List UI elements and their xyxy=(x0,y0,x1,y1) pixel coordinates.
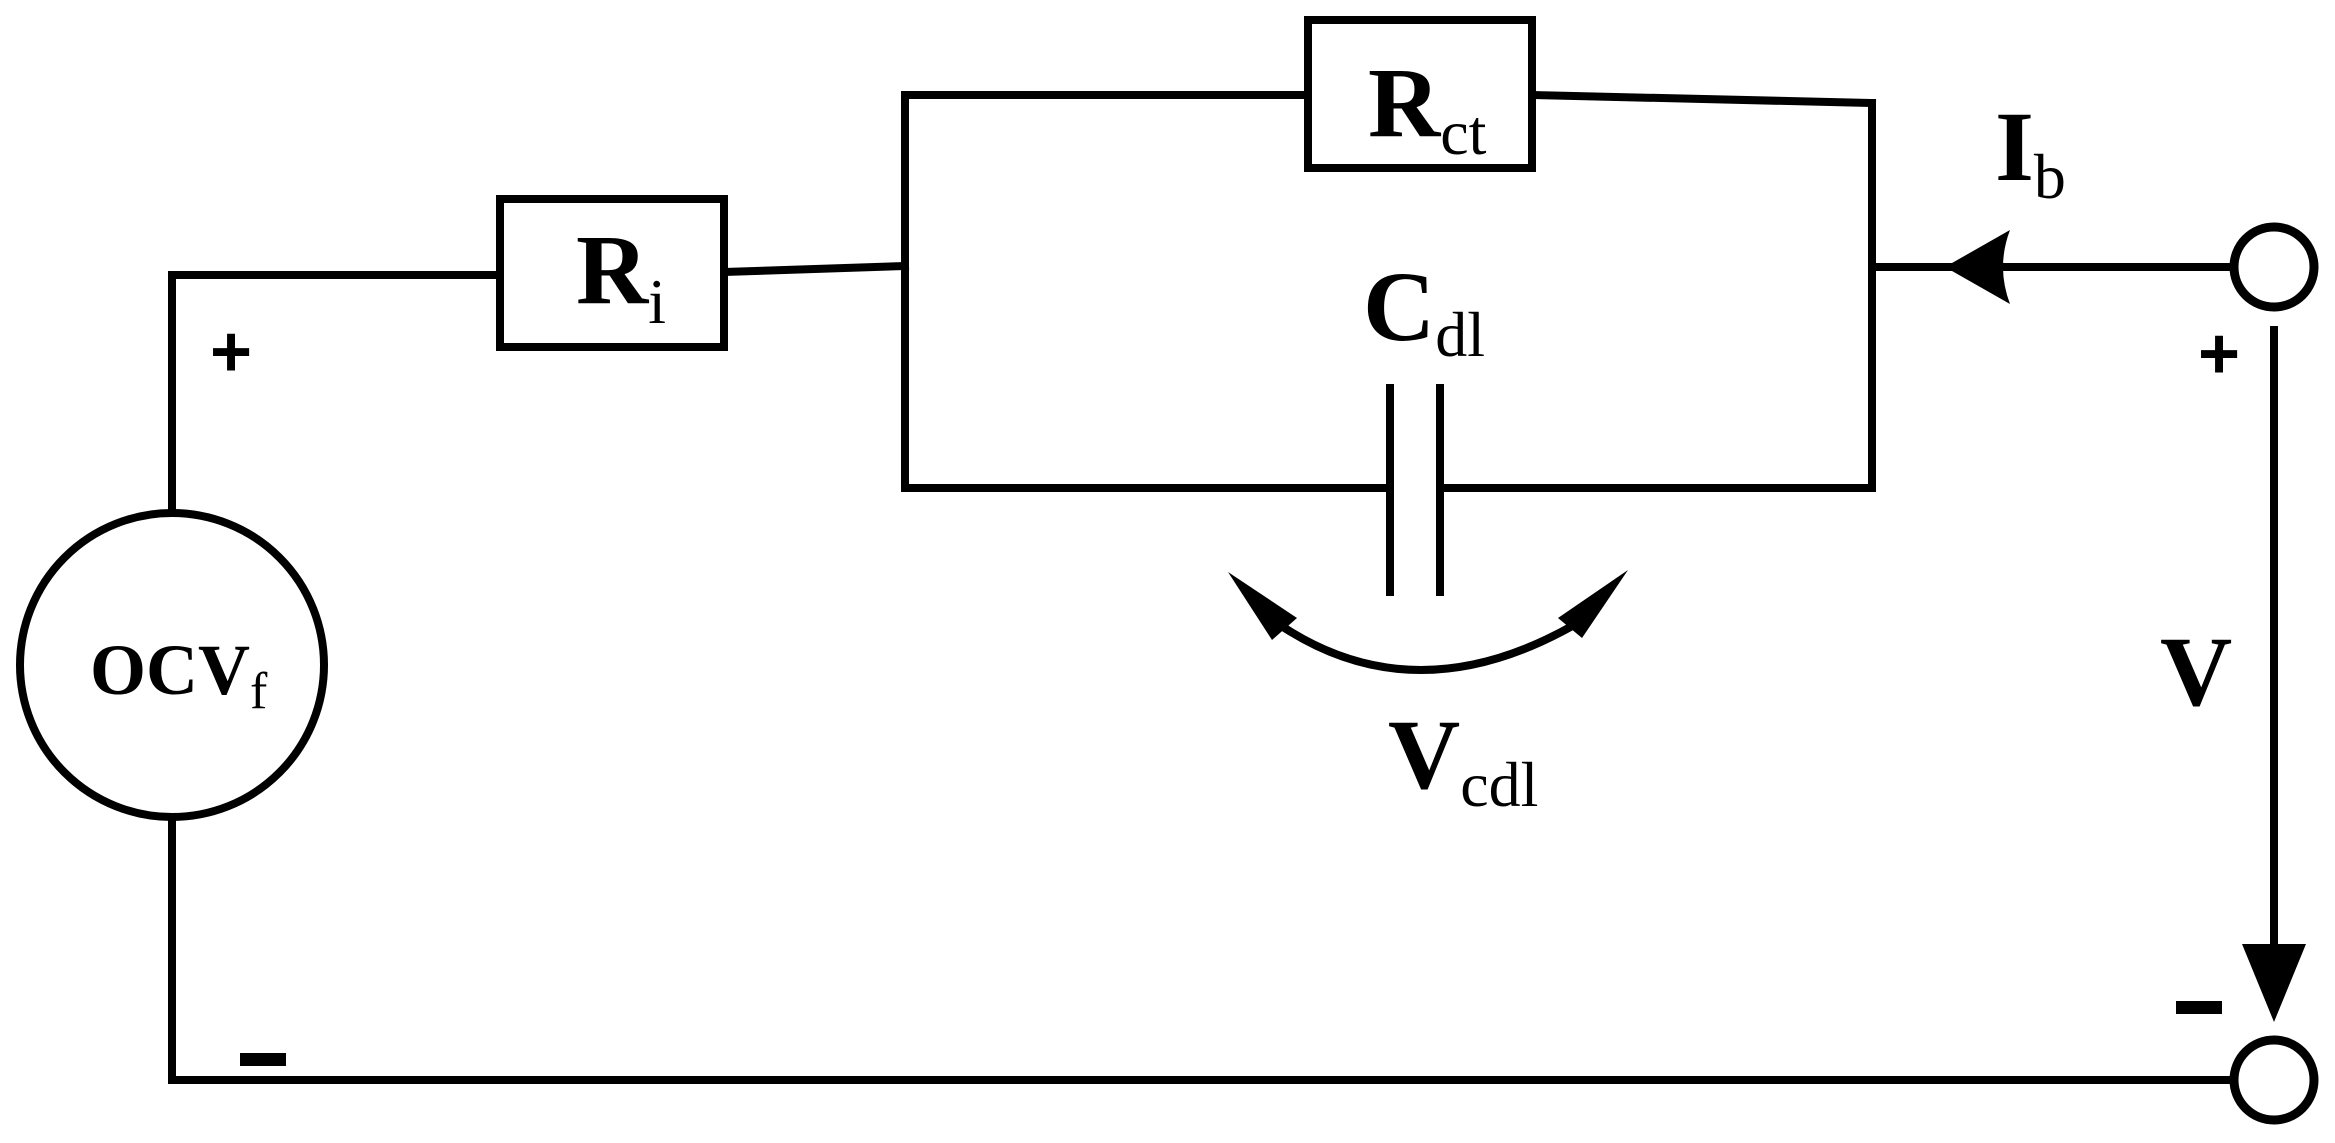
capacitor-cdl: Cdl xyxy=(1363,251,1485,596)
ocv-symbol: OCV xyxy=(90,630,250,710)
ri-subscript: i xyxy=(648,266,666,337)
capacitor-voltage-left-arrowhead xyxy=(1228,572,1297,640)
current-arrowhead xyxy=(1945,230,2010,304)
resistor-ri-label: Ri xyxy=(576,214,666,337)
terminal-minus-sign xyxy=(2176,1001,2222,1014)
terminal-bottom xyxy=(2229,1035,2319,1125)
capacitor-cdl-label: Cdl xyxy=(1363,251,1485,370)
resistor-ri: Ri xyxy=(496,195,728,351)
terminal-top xyxy=(2229,222,2319,312)
capacitor-voltage-right-arrowhead xyxy=(1558,570,1628,638)
capacitor-voltage-label: Vcdl xyxy=(1388,699,1538,820)
cdl-symbol: C xyxy=(1363,251,1435,362)
vcdl-symbol: V xyxy=(1388,699,1460,810)
source-plus-sign: + xyxy=(210,312,252,392)
ib-subscript: b xyxy=(2034,141,2066,212)
capacitor-voltage-arc xyxy=(1274,619,1580,674)
wires xyxy=(168,90,2236,1084)
current-arrow-ib: Ib xyxy=(1945,91,2066,304)
wire-source-to-ri xyxy=(168,271,504,511)
resistor-rct: Rct xyxy=(1304,16,1536,172)
capacitor-voltage-arrow: Vcdl xyxy=(1228,570,1628,820)
cdl-subscript: dl xyxy=(1435,299,1485,370)
voltage-arrow-v: V xyxy=(2160,326,2306,1022)
ib-symbol: I xyxy=(1995,91,2034,202)
resistor-rct-label: Rct xyxy=(1368,47,1487,168)
vcdl-subscript: cdl xyxy=(1460,749,1538,820)
ri-symbol: R xyxy=(576,214,650,325)
voltage-source-circle xyxy=(16,509,328,821)
rct-symbol: R xyxy=(1368,47,1442,158)
wire-source-to-bottom xyxy=(168,819,2236,1084)
voltage-arrowhead xyxy=(2242,944,2306,1022)
ocv-subscript: f xyxy=(250,663,268,720)
terminal-plus-sign: + xyxy=(2198,314,2240,394)
rct-subscript: ct xyxy=(1440,97,1486,168)
voltage-label: V xyxy=(2160,616,2232,727)
current-label: Ib xyxy=(1995,91,2066,212)
voltage-source-ocv: OCVf + xyxy=(16,312,328,1066)
voltage-source-label: OCVf xyxy=(90,630,268,720)
terminals: + xyxy=(2176,222,2319,1125)
source-minus-sign xyxy=(240,1053,286,1066)
resistor-ri-body xyxy=(496,195,728,351)
wire-rc-top-right xyxy=(1527,90,1877,108)
wire-ri-to-rc-node xyxy=(719,261,910,277)
resistor-rct-body xyxy=(1304,16,1536,172)
